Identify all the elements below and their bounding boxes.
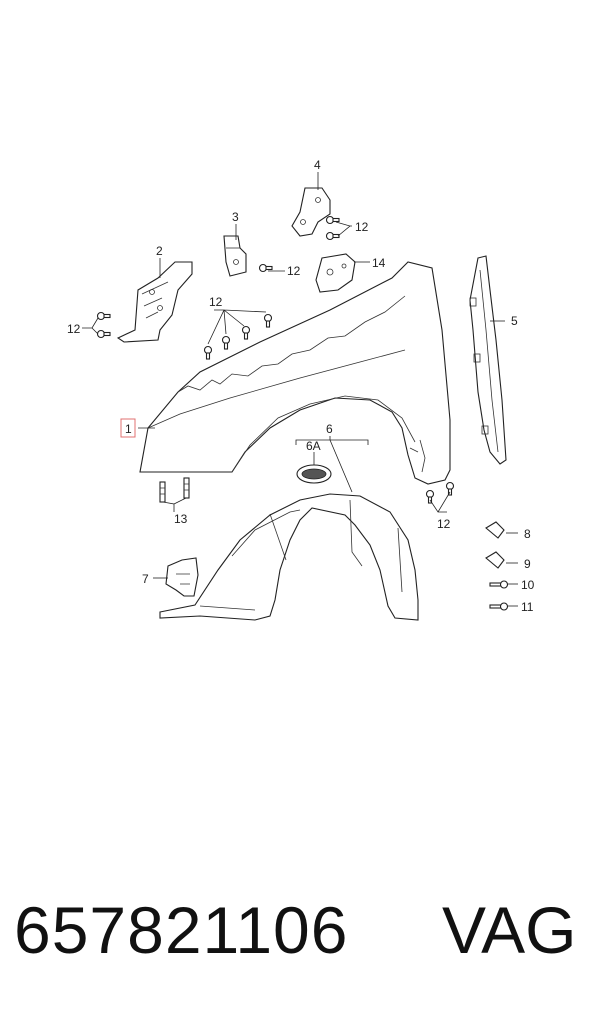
label-4: 4 <box>314 158 321 172</box>
seal-strip-5 <box>469 255 507 465</box>
label-12-left: 12 <box>67 322 81 336</box>
fender-part <box>139 261 451 485</box>
label-14: 14 <box>372 256 386 270</box>
label-2: 2 <box>156 244 163 258</box>
label-9: 9 <box>524 557 531 571</box>
label-12-top: 12 <box>209 295 223 309</box>
label-3: 3 <box>232 210 239 224</box>
bracket-3 <box>223 235 247 277</box>
label-12-bracket3: 12 <box>287 264 301 278</box>
clip-9-icon <box>485 551 505 569</box>
label-12-bracket4: 12 <box>355 220 369 234</box>
label-1: 1 <box>125 422 132 436</box>
screw-10-icon <box>489 580 509 589</box>
stud-icons <box>159 477 190 503</box>
cover-7 <box>165 557 199 597</box>
brand-name: VAG <box>442 893 577 967</box>
part-number: 657821106 <box>14 893 349 967</box>
clip-8-icon <box>485 521 505 539</box>
label-6: 6 <box>326 422 333 436</box>
screw-11-icon <box>489 602 509 611</box>
label-11: 11 <box>521 600 534 614</box>
bracket-14 <box>315 253 356 293</box>
badge-6a <box>296 464 332 484</box>
leader-lines <box>82 172 518 607</box>
label-10: 10 <box>521 578 535 592</box>
bracket-2 <box>116 261 193 343</box>
label-6a: 6A <box>306 439 321 453</box>
part-1-highlight <box>120 418 136 438</box>
bracket-4 <box>291 187 331 237</box>
label-12-rear: 12 <box>437 517 451 531</box>
label-5: 5 <box>511 314 518 328</box>
label-13: 13 <box>174 512 188 526</box>
label-7: 7 <box>142 572 149 586</box>
wheel-housing-liner-6 <box>159 493 419 621</box>
label-8: 8 <box>524 527 531 541</box>
